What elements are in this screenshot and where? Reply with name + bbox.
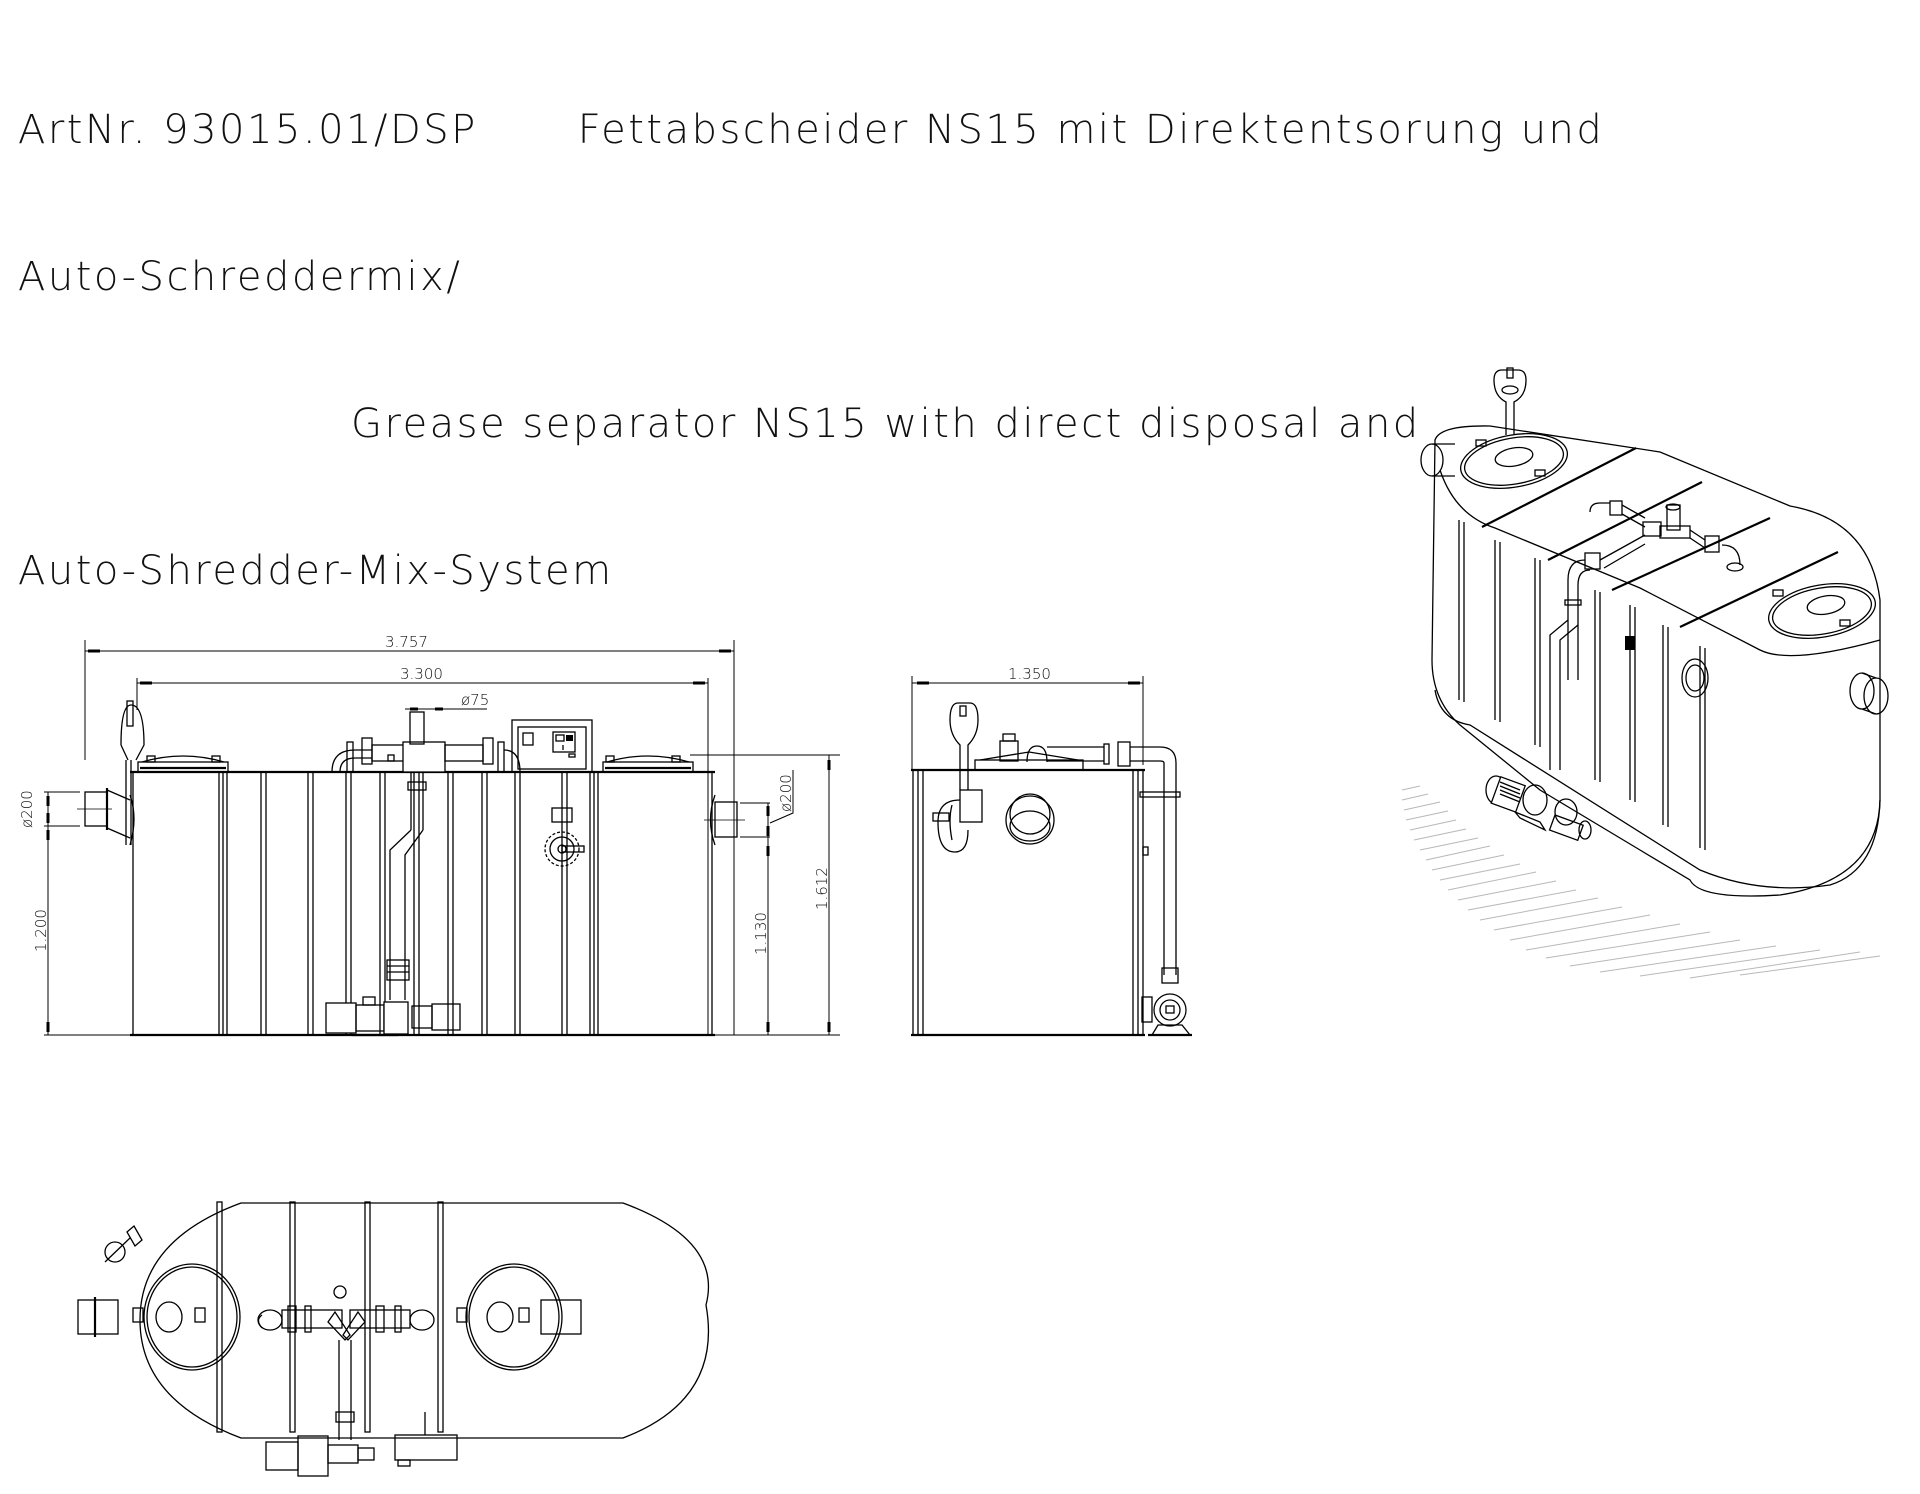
tank-ribs [218, 772, 599, 1035]
title-line-1: ArtNr. 93015.01/DSP Fettabscheider NS15 m… [18, 106, 1604, 155]
control-box [511, 719, 593, 773]
title-de-2: Auto-Schreddermix/ [18, 254, 463, 300]
dim-tank-length-label: 3.300 [400, 665, 443, 683]
inspection-hatch-iso [1625, 636, 1709, 698]
shredder-pump-front [325, 996, 461, 1037]
inlet-iso [1420, 443, 1455, 477]
dim-inlet: ø200 1.200 [18, 790, 130, 1036]
manhole-left-iso [1459, 433, 1569, 489]
tank-body-side [912, 769, 1144, 1036]
title-en-1: Grease separator NS15 with direct dispos… [351, 401, 1421, 447]
y-piping-plan [257, 1285, 435, 1440]
dim-pipe-diameter-label: ø75 [461, 691, 489, 709]
dim-overall-length-label: 3.757 [385, 633, 428, 651]
title-de-1: Fettabscheider NS15 mit Direktentsorung … [577, 107, 1605, 153]
dim-tank-length: 3.300 [136, 665, 709, 1035]
dim-side-width: 1.350 [911, 665, 1144, 770]
outlet-pipe [704, 794, 745, 846]
plan-view [77, 1201, 710, 1477]
vent-hook-plan [104, 1224, 143, 1263]
inspection-hatch [544, 807, 585, 867]
dim-outlet-diameter-label: ø200 [777, 774, 795, 812]
dim-inlet-diameter-label: ø200 [18, 790, 36, 828]
isometric-view [1401, 367, 1889, 979]
side-elevation: 1.350 [911, 665, 1192, 1037]
manhole-lid-right [602, 755, 694, 773]
shredder-pump-iso [1485, 775, 1592, 842]
dim-pipe-diameter: ø75 [405, 691, 489, 711]
dim-outlet-height-label: 1.130 [752, 912, 770, 955]
article-number: ArtNr. 93015.01/DSP [18, 107, 478, 153]
discharge-pipe-side [999, 733, 1181, 984]
dim-inlet-height-label: 1.200 [32, 909, 50, 952]
tank-outline-plan [139, 1202, 710, 1439]
front-elevation: 3.757 3.300 ø75 ø200 1.200 [18, 633, 840, 1037]
vent-hook-side [932, 702, 983, 853]
dim-outlet: ø200 1.130 1.612 [690, 754, 840, 1036]
title-en-2: Auto-Shredder-Mix-System [18, 548, 614, 594]
outlet-stub-plan [540, 1299, 582, 1335]
outlet-iso [1849, 672, 1889, 715]
manhole-left-plan [132, 1263, 241, 1371]
title-block: ArtNr. 93015.01/DSP Fettabscheider NS15 m… [18, 8, 1604, 645]
title-line-3: Grease separator NS15 with direct dispos… [18, 400, 1604, 449]
inlet-stub-plan [77, 1299, 119, 1335]
dim-side-width-label: 1.350 [1008, 665, 1051, 683]
ground-hatching [1401, 785, 1881, 979]
pump-plan [265, 1435, 375, 1477]
dim-total-height-label: 1.612 [813, 867, 831, 910]
piping-iso [1549, 500, 1744, 770]
vent-hook-iso [1493, 367, 1527, 435]
inlet-ring-side [1005, 793, 1055, 845]
manhole-lid-left [137, 755, 229, 773]
vent-hook-left [120, 700, 145, 845]
manhole-right-plan [456, 1263, 563, 1371]
manhole-right-iso [1767, 583, 1877, 639]
grease-outlet-plan [394, 1412, 458, 1467]
center-piping [331, 711, 521, 1000]
tank-outline-iso [1431, 425, 1881, 897]
pump-side [1141, 993, 1192, 1037]
